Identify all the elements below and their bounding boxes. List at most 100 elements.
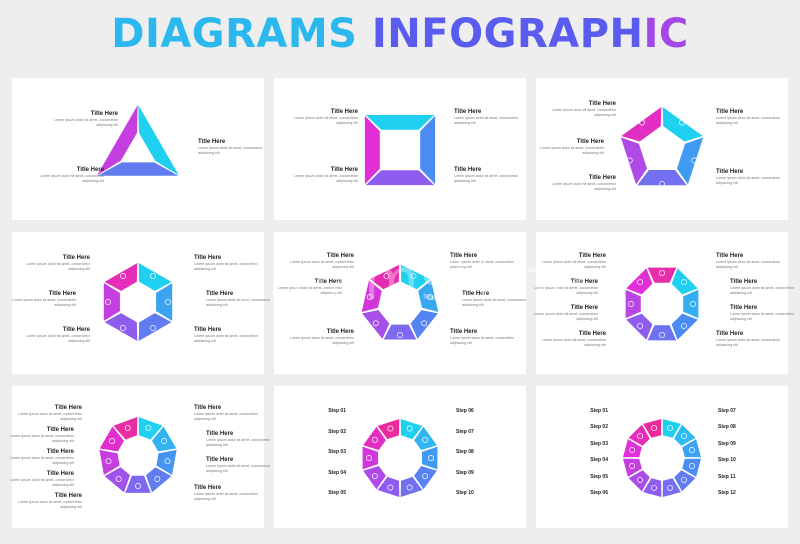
label-desc: Lorem ipsum dolor sit amet, consectetur … [716, 338, 780, 347]
decagon-segment-4 [414, 466, 437, 490]
octagon-segment-6 [625, 289, 641, 319]
step-label: Step 08 [718, 424, 736, 431]
decagon-segment-1 [400, 419, 423, 440]
label-title: Title Here [90, 111, 118, 117]
segment-icon [397, 108, 403, 114]
segment-icon [667, 484, 673, 491]
label-desc: Lorem ipsum dolor sit amet, consectetur … [542, 338, 606, 347]
step-label: Step 04 [590, 457, 608, 464]
label-title: Title Here [326, 329, 354, 335]
segment-icon [366, 294, 373, 301]
label-desc: Lorem ipsum dolor sit amet, consectetur … [206, 464, 270, 473]
dodecagon-segment-8 [628, 470, 650, 492]
octagon-segment-4 [647, 325, 677, 341]
segment-icon [421, 320, 428, 327]
segment-icon [397, 186, 403, 192]
label-title: Title Here [730, 279, 758, 285]
label-desc: Lorem ipsum dolor sit amet, consectetur … [206, 298, 270, 307]
square-segment-1 [365, 114, 435, 130]
nonagon-segment-8 [99, 426, 124, 452]
segment-icon [154, 476, 161, 482]
segment-icon [637, 476, 644, 483]
segment-icon [387, 425, 394, 432]
heptagon-segment-1 [400, 264, 431, 290]
segment-icon [165, 299, 171, 305]
segment-icon [637, 322, 644, 329]
segment-icon [120, 273, 126, 279]
decagon-segment-2 [414, 426, 437, 450]
hexagon-segment-5 [103, 283, 120, 321]
step-label: Step 07 [456, 428, 474, 435]
step-label: Step 07 [718, 408, 736, 414]
step-label: Step 08 [456, 449, 474, 455]
square-segment-3 [365, 170, 435, 186]
segment-icon [680, 322, 687, 329]
label-desc: Lorem ipsum dolor sit amet, consectetur … [294, 174, 358, 183]
step-label: Step 02 [590, 424, 608, 431]
segment-icon [688, 447, 695, 453]
dodecagon-segment-2 [674, 424, 696, 446]
label-desc: Lorem ipsum dolor sit amet, consectetur … [716, 260, 780, 269]
label-title: Title Here [206, 457, 234, 463]
label-desc: Lorem ipsum dolor sit amet, consectetur … [716, 116, 780, 125]
hexagon-diagram [103, 263, 173, 341]
label-desc: Lorem ipsum dolor sit amet, consectetur … [552, 108, 616, 117]
step-label: Step 01 [328, 408, 346, 414]
segment-icon [427, 294, 434, 301]
label-desc: Lorem ipsum dolor sit amet, consectetur … [730, 312, 794, 321]
heptagon-segment-5 [362, 310, 390, 339]
segment-icon [629, 447, 636, 453]
step-label: Step 05 [590, 473, 608, 480]
segment-icon [691, 157, 698, 164]
segment-icon [150, 273, 156, 279]
segment-icon [679, 119, 685, 126]
dodecagon-segment-11 [628, 424, 650, 446]
segment-icon [164, 458, 171, 465]
pentagon-segment-1 [662, 107, 703, 142]
square-segment-4 [364, 115, 380, 185]
square-diagram [358, 108, 442, 192]
label-desc: Lorem ipsum dolor sit amet, consectetur … [552, 182, 616, 191]
segment-icon [406, 425, 413, 432]
label-title: Title Here [198, 139, 226, 145]
segment-icon [422, 473, 429, 480]
label-title: Title Here [194, 327, 222, 333]
label-title: Title Here [62, 255, 90, 261]
segment-icon [135, 483, 141, 489]
segment-icon [115, 476, 122, 482]
segment-icon [680, 279, 687, 286]
step-label: Step 09 [718, 440, 736, 447]
label-title: Title Here [570, 305, 598, 311]
segment-icon [659, 181, 665, 187]
heptagon-segment-4 [383, 324, 417, 340]
decagon-segment-8 [362, 446, 379, 470]
segment-icon [651, 425, 657, 432]
segment-icon [372, 320, 379, 327]
label-title: Title Here [576, 139, 604, 145]
hexagon-segment-2 [156, 283, 173, 321]
segment-icon [428, 455, 434, 461]
label-desc: Lorem ipsum dolor sit amet, consectetur … [194, 492, 258, 501]
octagon-segment-1 [671, 268, 698, 295]
step-label: Step 11 [718, 473, 736, 480]
segment-icon [150, 325, 156, 331]
label-title: Title Here [46, 427, 74, 433]
label-title: Title Here [62, 327, 90, 333]
segment-icon [651, 484, 657, 491]
